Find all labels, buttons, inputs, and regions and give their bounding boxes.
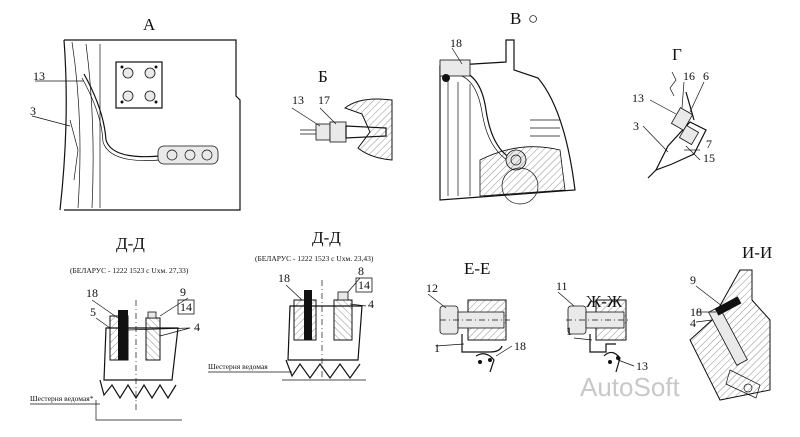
callout-3: 3 [633,119,639,133]
view-v-symbol: ○ [528,9,538,28]
callout-9: 9 [180,285,186,299]
view-a-title: А [143,15,156,34]
callout-14: 14 [358,278,370,292]
callout-9: 9 [690,273,696,287]
view-dd-1: Д-Д (БЕЛАРУС - 1222 1523 с Uхм. 27,33) 1… [30,234,200,421]
view-dd-2-note: (БЕЛАРУС - 1222 1523 с Uхм. 23,43) [255,254,374,263]
callout-18: 18 [514,339,526,353]
connector-panel [115,61,163,109]
view-g-title: Г [672,45,682,64]
view-ee: Е-Е 12 1 18 [426,259,526,373]
view-zhzh: Ж-Ж 11 1 13 [556,279,648,373]
callout-13: 13 [632,91,644,105]
callout-13: 13 [636,359,648,373]
callout-11: 11 [556,279,568,293]
view-b-title: Б [318,67,328,86]
view-v: В ○ 18 [439,9,576,205]
view-b: Б 13 17 [291,67,393,161]
callout-4: 4 [368,297,374,311]
callout-1: 1 [566,324,572,338]
callout-4: 4 [194,320,200,334]
callout-1: 1 [434,341,440,355]
view-dd-1-caption: Шестерня ведомая* [30,394,94,403]
plug-block [157,145,219,165]
view-a: А 13 3 [30,15,241,211]
callout-3: 3 [30,104,36,118]
callout-13: 13 [292,93,304,107]
view-dd-2-caption: Шестерня ведомая [208,362,268,371]
watermark-text: AutoSoft [580,372,681,402]
callout-6: 6 [703,69,709,83]
view-ii: И-И 9 18 4 [689,243,772,401]
callout-4: 4 [690,316,696,330]
callout-12: 12 [426,281,438,295]
callout-18: 18 [690,305,702,319]
callout-15: 15 [703,151,715,165]
callout-14: 14 [180,300,192,314]
callout-13: 13 [33,69,45,83]
view-dd-1-title: Д-Д [116,234,145,253]
callout-18: 18 [86,286,98,300]
callout-8: 8 [358,264,364,278]
callout-18: 18 [450,36,462,50]
view-dd-2-title: Д-Д [312,228,341,247]
callout-16: 16 [683,69,695,83]
view-ee-title: Е-Е [464,259,490,278]
view-dd-2: Д-Д (БЕЛАРУС - 1222 1523 с Uхм. 23,43) 1… [208,228,374,381]
callout-5: 5 [90,305,96,319]
view-v-title: В [510,9,521,28]
callout-7: 7 [706,137,712,151]
view-dd-1-note: (БЕЛАРУС - 1222 1523 с Uхм. 27,33) [70,266,189,275]
callout-17: 17 [318,93,330,107]
view-g: Г 16 6 13 3 7 15 [632,45,715,179]
view-ii-title: И-И [742,243,772,262]
callout-18: 18 [278,271,290,285]
